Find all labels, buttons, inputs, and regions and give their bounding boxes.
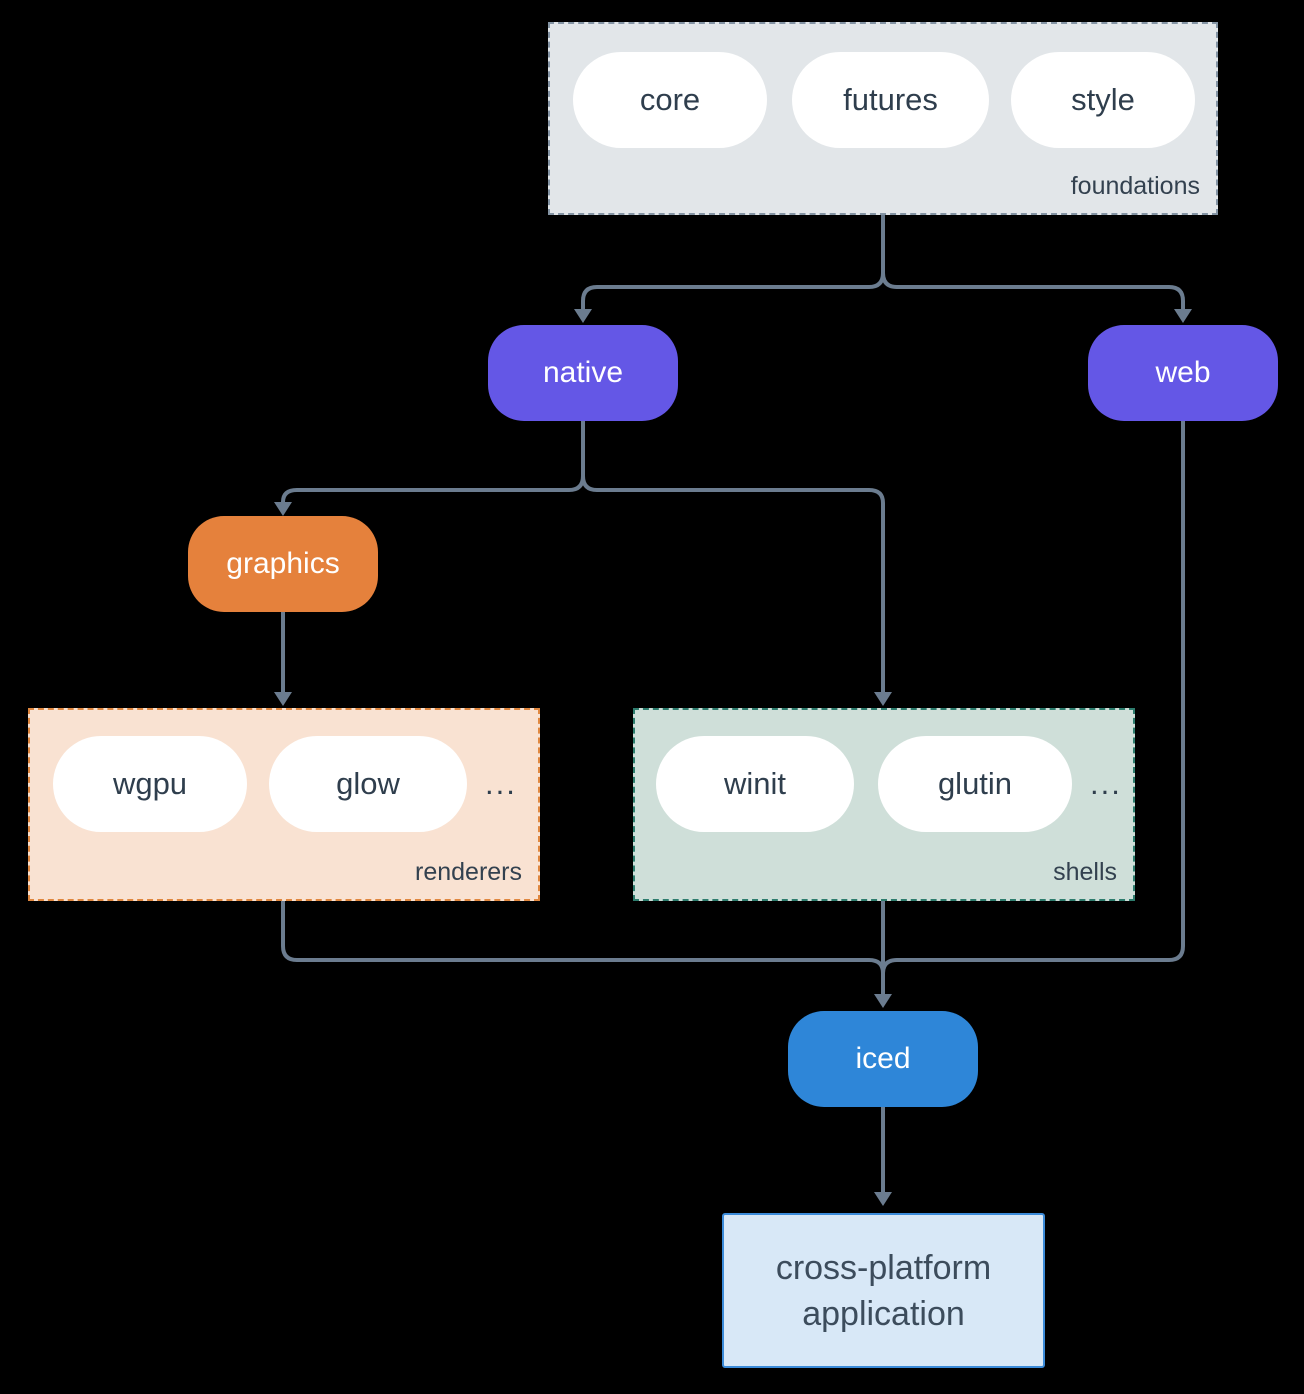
- node-cross-platform-application: cross-platform application: [722, 1213, 1045, 1368]
- group-label-shells: shells: [1053, 858, 1117, 886]
- arrowhead-graphics: [274, 502, 292, 516]
- node-glow: glow: [269, 736, 467, 832]
- node-wgpu: wgpu: [53, 736, 247, 832]
- arrowhead-renderers: [274, 692, 292, 706]
- group-renderers: wgpu glow ... renderers: [28, 708, 540, 901]
- edge-foundations-web: [881, 271, 1185, 311]
- node-graphics: graphics: [188, 516, 378, 612]
- edge-native-shells: [581, 474, 885, 694]
- arrowhead-application: [874, 1192, 892, 1206]
- group-shells: winit glutin ... shells: [633, 708, 1135, 901]
- edge-foundations-native: [581, 213, 885, 311]
- arrowhead-web: [1174, 309, 1192, 323]
- node-glutin: glutin: [878, 736, 1072, 832]
- group-foundations: core futures style foundations: [548, 22, 1218, 215]
- node-web: web: [1088, 325, 1278, 421]
- arrowhead-iced: [874, 994, 892, 1008]
- arrowhead-shells: [874, 692, 892, 706]
- node-futures: futures: [792, 52, 989, 148]
- arrowhead-native: [574, 309, 592, 323]
- edge-native-graphics: [281, 419, 585, 505]
- node-style: style: [1011, 52, 1195, 148]
- renderers-ellipsis: ...: [485, 766, 517, 801]
- edge-renderers-iced: [281, 899, 885, 975]
- shells-ellipsis: ...: [1090, 766, 1122, 801]
- group-label-foundations: foundations: [1070, 172, 1200, 200]
- node-winit: winit: [656, 736, 854, 832]
- node-core: core: [573, 52, 767, 148]
- group-label-renderers: renderers: [415, 858, 522, 886]
- node-native: native: [488, 325, 678, 421]
- application-label: cross-platform application: [775, 1248, 992, 1333]
- node-iced: iced: [788, 1011, 978, 1107]
